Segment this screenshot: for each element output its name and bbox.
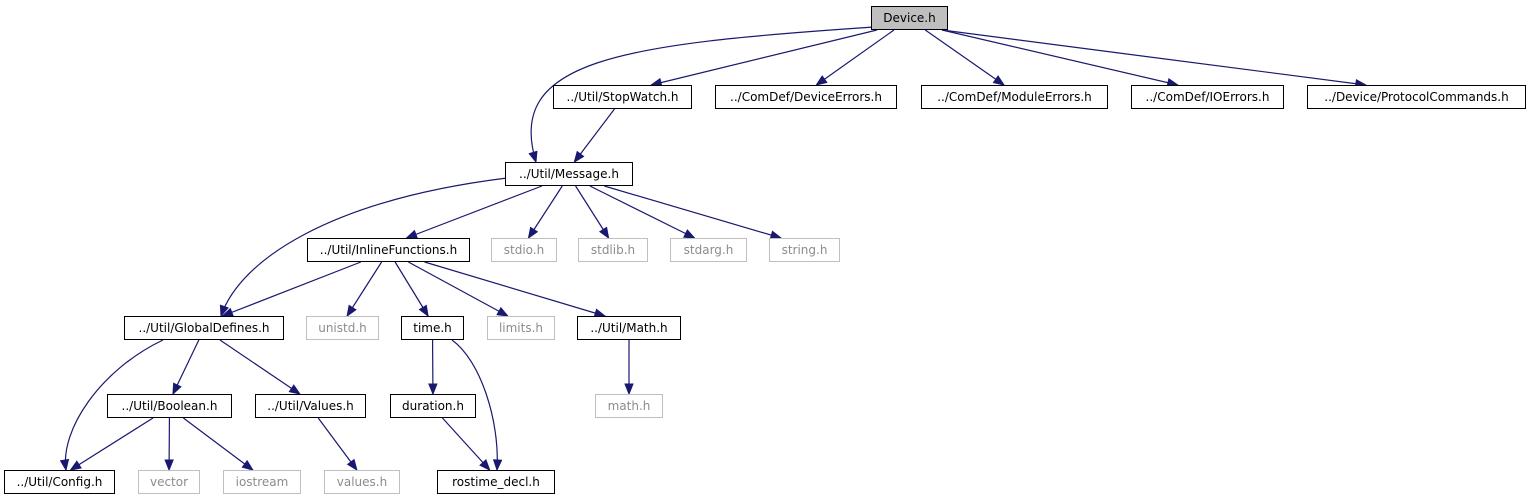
node-stdlib: stdlib.h <box>578 238 648 262</box>
node-iostream: iostream <box>223 470 301 494</box>
edge-inlinefunctions-to-mathlocal <box>424 261 606 317</box>
edge-device-to-moduleerrors <box>924 29 1005 86</box>
edge-boolean-to-config <box>70 417 154 471</box>
node-protocolcommands[interactable]: ../Device/ProtocolCommands.h <box>1307 85 1526 109</box>
node-deviceerrors[interactable]: ../ComDef/DeviceErrors.h <box>715 85 897 109</box>
edge-stopwatch-to-message <box>573 108 615 163</box>
arrowhead-duration-to-rostime <box>479 459 491 471</box>
arrowhead-boolean-to-config <box>69 460 82 471</box>
arrowhead-device-to-moduleerrors <box>992 75 1006 86</box>
node-vector: vector <box>138 470 200 494</box>
arrowhead-message-to-stdarg <box>683 229 696 239</box>
arrowhead-message-to-globaldefines <box>219 304 229 318</box>
arrowhead-stopwatch-to-message <box>573 150 585 164</box>
node-valuesh: values.h <box>324 470 400 494</box>
node-rostime[interactable]: rostime_decl.h <box>437 470 555 494</box>
node-stdarg: stdarg.h <box>670 238 747 262</box>
arrowhead-message-to-stdio <box>527 226 539 240</box>
edge-message-to-string <box>604 185 782 239</box>
edge-inlinefunctions-to-time <box>394 261 429 317</box>
node-duration[interactable]: duration.h <box>390 394 476 418</box>
arrowhead-mathlocal-to-mathh <box>624 383 634 396</box>
node-ioerrors[interactable]: ../ComDef/IOErrors.h <box>1131 85 1284 109</box>
node-mathh: math.h <box>595 394 663 418</box>
edge-device-to-stopwatch <box>651 29 878 86</box>
node-string: string.h <box>769 238 840 262</box>
arrowhead-inlinefunctions-to-time <box>418 304 429 318</box>
edge-duration-to-rostime <box>442 417 491 471</box>
edge-device-to-message <box>530 26 875 163</box>
edge-message-to-globaldefines <box>220 177 508 317</box>
edge-globaldefines-to-values <box>219 339 301 395</box>
arrowhead-values-to-valuesh <box>346 458 358 472</box>
arrowhead-device-to-message <box>528 150 538 164</box>
edge-device-to-protocolcommands <box>941 29 1366 86</box>
node-stdio: stdio.h <box>491 238 557 262</box>
edge-inlinefunctions-to-unistd <box>346 261 383 317</box>
edge-time-to-rostime <box>451 339 498 471</box>
edge-values-to-valuesh <box>317 417 358 471</box>
node-device[interactable]: Device.h <box>871 6 948 30</box>
node-config[interactable]: ../Util/Config.h <box>4 470 115 494</box>
edge-device-to-deviceerrors <box>816 29 895 86</box>
node-time[interactable]: time.h <box>401 316 464 340</box>
node-message[interactable]: ../Util/Message.h <box>505 162 633 186</box>
arrowhead-globaldefines-to-config <box>59 458 70 472</box>
arrowhead-inlinefunctions-to-limits <box>496 306 509 317</box>
node-unistd: unistd.h <box>306 316 379 340</box>
arrowhead-globaldefines-to-values <box>288 384 301 395</box>
arrowhead-inlinefunctions-to-unistd <box>346 304 357 318</box>
node-values[interactable]: ../Util/Values.h <box>255 394 366 418</box>
arrowhead-device-to-deviceerrors <box>815 75 828 86</box>
edge-inlinefunctions-to-globaldefines <box>222 261 362 317</box>
arrowhead-globaldefines-to-boolean <box>172 382 182 396</box>
edge-device-to-ioerrors <box>941 29 1178 86</box>
edge-inlinefunctions-to-limits <box>408 261 509 317</box>
arrowhead-message-to-stdlib <box>598 226 610 240</box>
node-boolean[interactable]: ../Util/Boolean.h <box>107 394 232 418</box>
edge-message-to-stdarg <box>589 185 695 239</box>
arrowhead-time-to-rostime <box>492 459 503 472</box>
arrowhead-boolean-to-vector <box>164 459 174 472</box>
node-limits: limits.h <box>487 316 555 340</box>
arrowhead-time-to-duration <box>428 383 438 396</box>
node-moduleerrors[interactable]: ../ComDef/ModuleErrors.h <box>921 85 1108 109</box>
node-mathlocal[interactable]: ../Util/Math.h <box>577 316 681 340</box>
arrowhead-boolean-to-iostream <box>241 459 254 471</box>
edge-message-to-inlinefunctions <box>406 185 543 239</box>
edge-boolean-to-iostream <box>183 417 254 471</box>
node-inlinefunctions[interactable]: ../Util/InlineFunctions.h <box>307 238 470 262</box>
edge-globaldefines-to-config <box>64 339 164 471</box>
node-stopwatch[interactable]: ../Util/StopWatch.h <box>553 85 692 109</box>
node-globaldefines[interactable]: ../Util/GlobalDefines.h <box>124 316 284 340</box>
